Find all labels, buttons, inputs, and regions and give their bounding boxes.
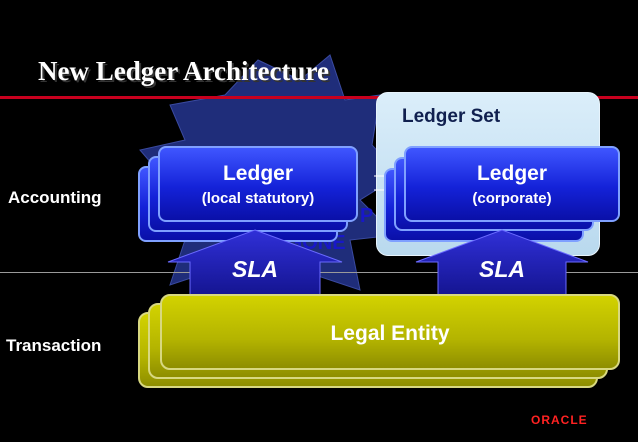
legal-entity-card (160, 294, 620, 370)
slide-title: New Ledger Architecture (38, 56, 329, 86)
sla-label-left: SLA (232, 256, 278, 282)
ledger-subtitle: (local statutory) (201, 190, 315, 207)
ledger-card-corporate: Ledger (corporate) (404, 146, 620, 222)
ledger-title: Ledger (222, 162, 293, 185)
oracle-logo: ORACLE (531, 413, 588, 427)
ledger-card-local: Ledger (local statutory) (158, 146, 358, 222)
sla-label-right: SLA (479, 256, 525, 282)
row-label-transaction: Transaction (6, 336, 102, 355)
legal-entity-label: Legal Entity (330, 322, 450, 345)
ledger-subtitle: (corporate) (472, 190, 552, 207)
ledger-title: Ledger (476, 162, 547, 185)
row-label-accounting: Accounting (8, 188, 102, 207)
ledger-set-title: Ledger Set (402, 106, 501, 127)
background-text-fragment-2: P (360, 205, 374, 227)
title-divider (0, 96, 638, 99)
